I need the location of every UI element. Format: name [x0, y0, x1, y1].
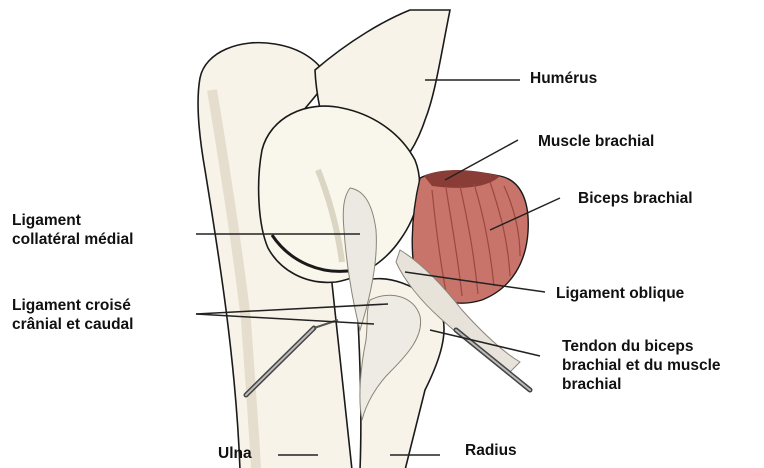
label-muscle-brachial: Muscle brachial — [538, 132, 654, 151]
label-tendon-biceps: Tendon du biceps brachial et du muscle b… — [562, 337, 721, 394]
label-biceps-brachial: Biceps brachial — [578, 189, 693, 208]
label-humerus: Humérus — [530, 69, 597, 88]
label-ligament-croise: Ligament croisé crânial et caudal — [12, 296, 133, 334]
label-ligament-collateral: Ligament collatéral médial — [12, 211, 133, 249]
label-ligament-croise-line1: Ligament croisé — [12, 296, 133, 315]
label-tendon-line3: brachial — [562, 375, 721, 394]
label-ligament-croise-line2: crânial et caudal — [12, 315, 133, 334]
label-tendon-line2: brachial et du muscle — [562, 356, 721, 375]
label-radius: Radius — [465, 441, 517, 460]
label-tendon-line1: Tendon du biceps — [562, 337, 721, 356]
label-ligament-collateral-line2: collatéral médial — [12, 230, 133, 249]
label-ulna: Ulna — [218, 444, 252, 463]
label-ligament-oblique: Ligament oblique — [556, 284, 684, 303]
label-ligament-collateral-line1: Ligament — [12, 211, 133, 230]
